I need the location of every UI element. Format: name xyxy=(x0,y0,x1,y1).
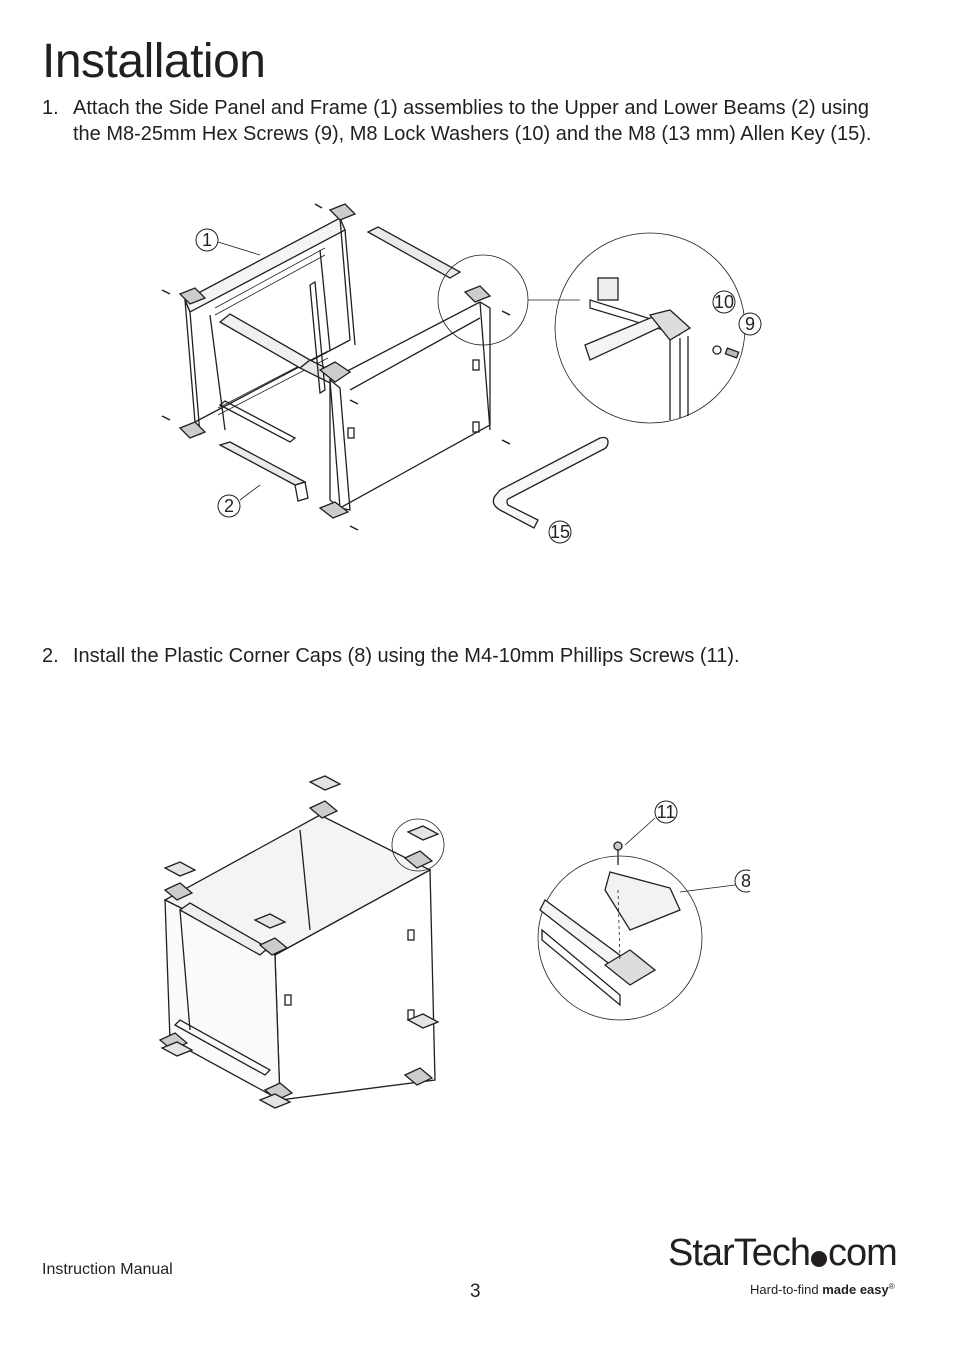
detail-zoom-1 xyxy=(554,232,746,424)
lower-beam-drawing xyxy=(218,441,309,502)
callouts-figure-2: 11 8 xyxy=(624,800,750,893)
step-text: Attach the Side Panel and Frame (1) asse… xyxy=(73,97,872,145)
step-number: 1. xyxy=(42,97,59,119)
callout-8: 8 xyxy=(741,871,750,891)
logo-wordmark: StarTech com xyxy=(668,1232,898,1275)
logo-tagline: Hard-to-find made easy® xyxy=(750,1282,895,1297)
step-1: 1. Attach the Side Panel and Frame (1) a… xyxy=(42,95,902,147)
footer-manual-label: Instruction Manual xyxy=(42,1261,173,1278)
page-number: 3 xyxy=(470,1281,481,1302)
logo-com: com xyxy=(827,1232,898,1274)
detail-zoom-2 xyxy=(537,841,703,1021)
callout-10: 10 xyxy=(714,292,734,312)
callout-15: 15 xyxy=(550,522,570,542)
startech-logo: StarTech com Hard-to-find made easy® xyxy=(668,1232,918,1302)
figure-corner-caps: 11 8 xyxy=(158,775,750,1109)
callout-1: 1 xyxy=(202,230,212,250)
allen-key-drawing xyxy=(492,436,609,529)
logo-reg: ® xyxy=(888,1282,895,1291)
callouts-figure-1: 1 2 15 10 9 xyxy=(195,228,762,544)
callout-11: 11 xyxy=(657,802,676,822)
step-2: 2. Install the Plastic Corner Caps (8) u… xyxy=(42,643,902,669)
page-title: Installation xyxy=(42,35,266,88)
side-frame-drawing xyxy=(184,217,356,443)
cabinet-drawing xyxy=(163,814,436,1102)
side-panel-drawing xyxy=(329,301,491,511)
logo-main: StarTech xyxy=(668,1232,811,1274)
logo-tagline-a: Hard-to-find xyxy=(750,1282,823,1297)
logo-tagline-b: made easy xyxy=(822,1282,889,1297)
step-text: Install the Plastic Corner Caps (8) usin… xyxy=(73,645,740,667)
figure-frame-assembly: 1 2 15 10 9 xyxy=(161,203,762,544)
callout-9: 9 xyxy=(745,314,755,334)
logo-dot-icon xyxy=(810,1251,827,1267)
step-number: 2. xyxy=(42,645,59,667)
callout-2: 2 xyxy=(224,496,234,516)
